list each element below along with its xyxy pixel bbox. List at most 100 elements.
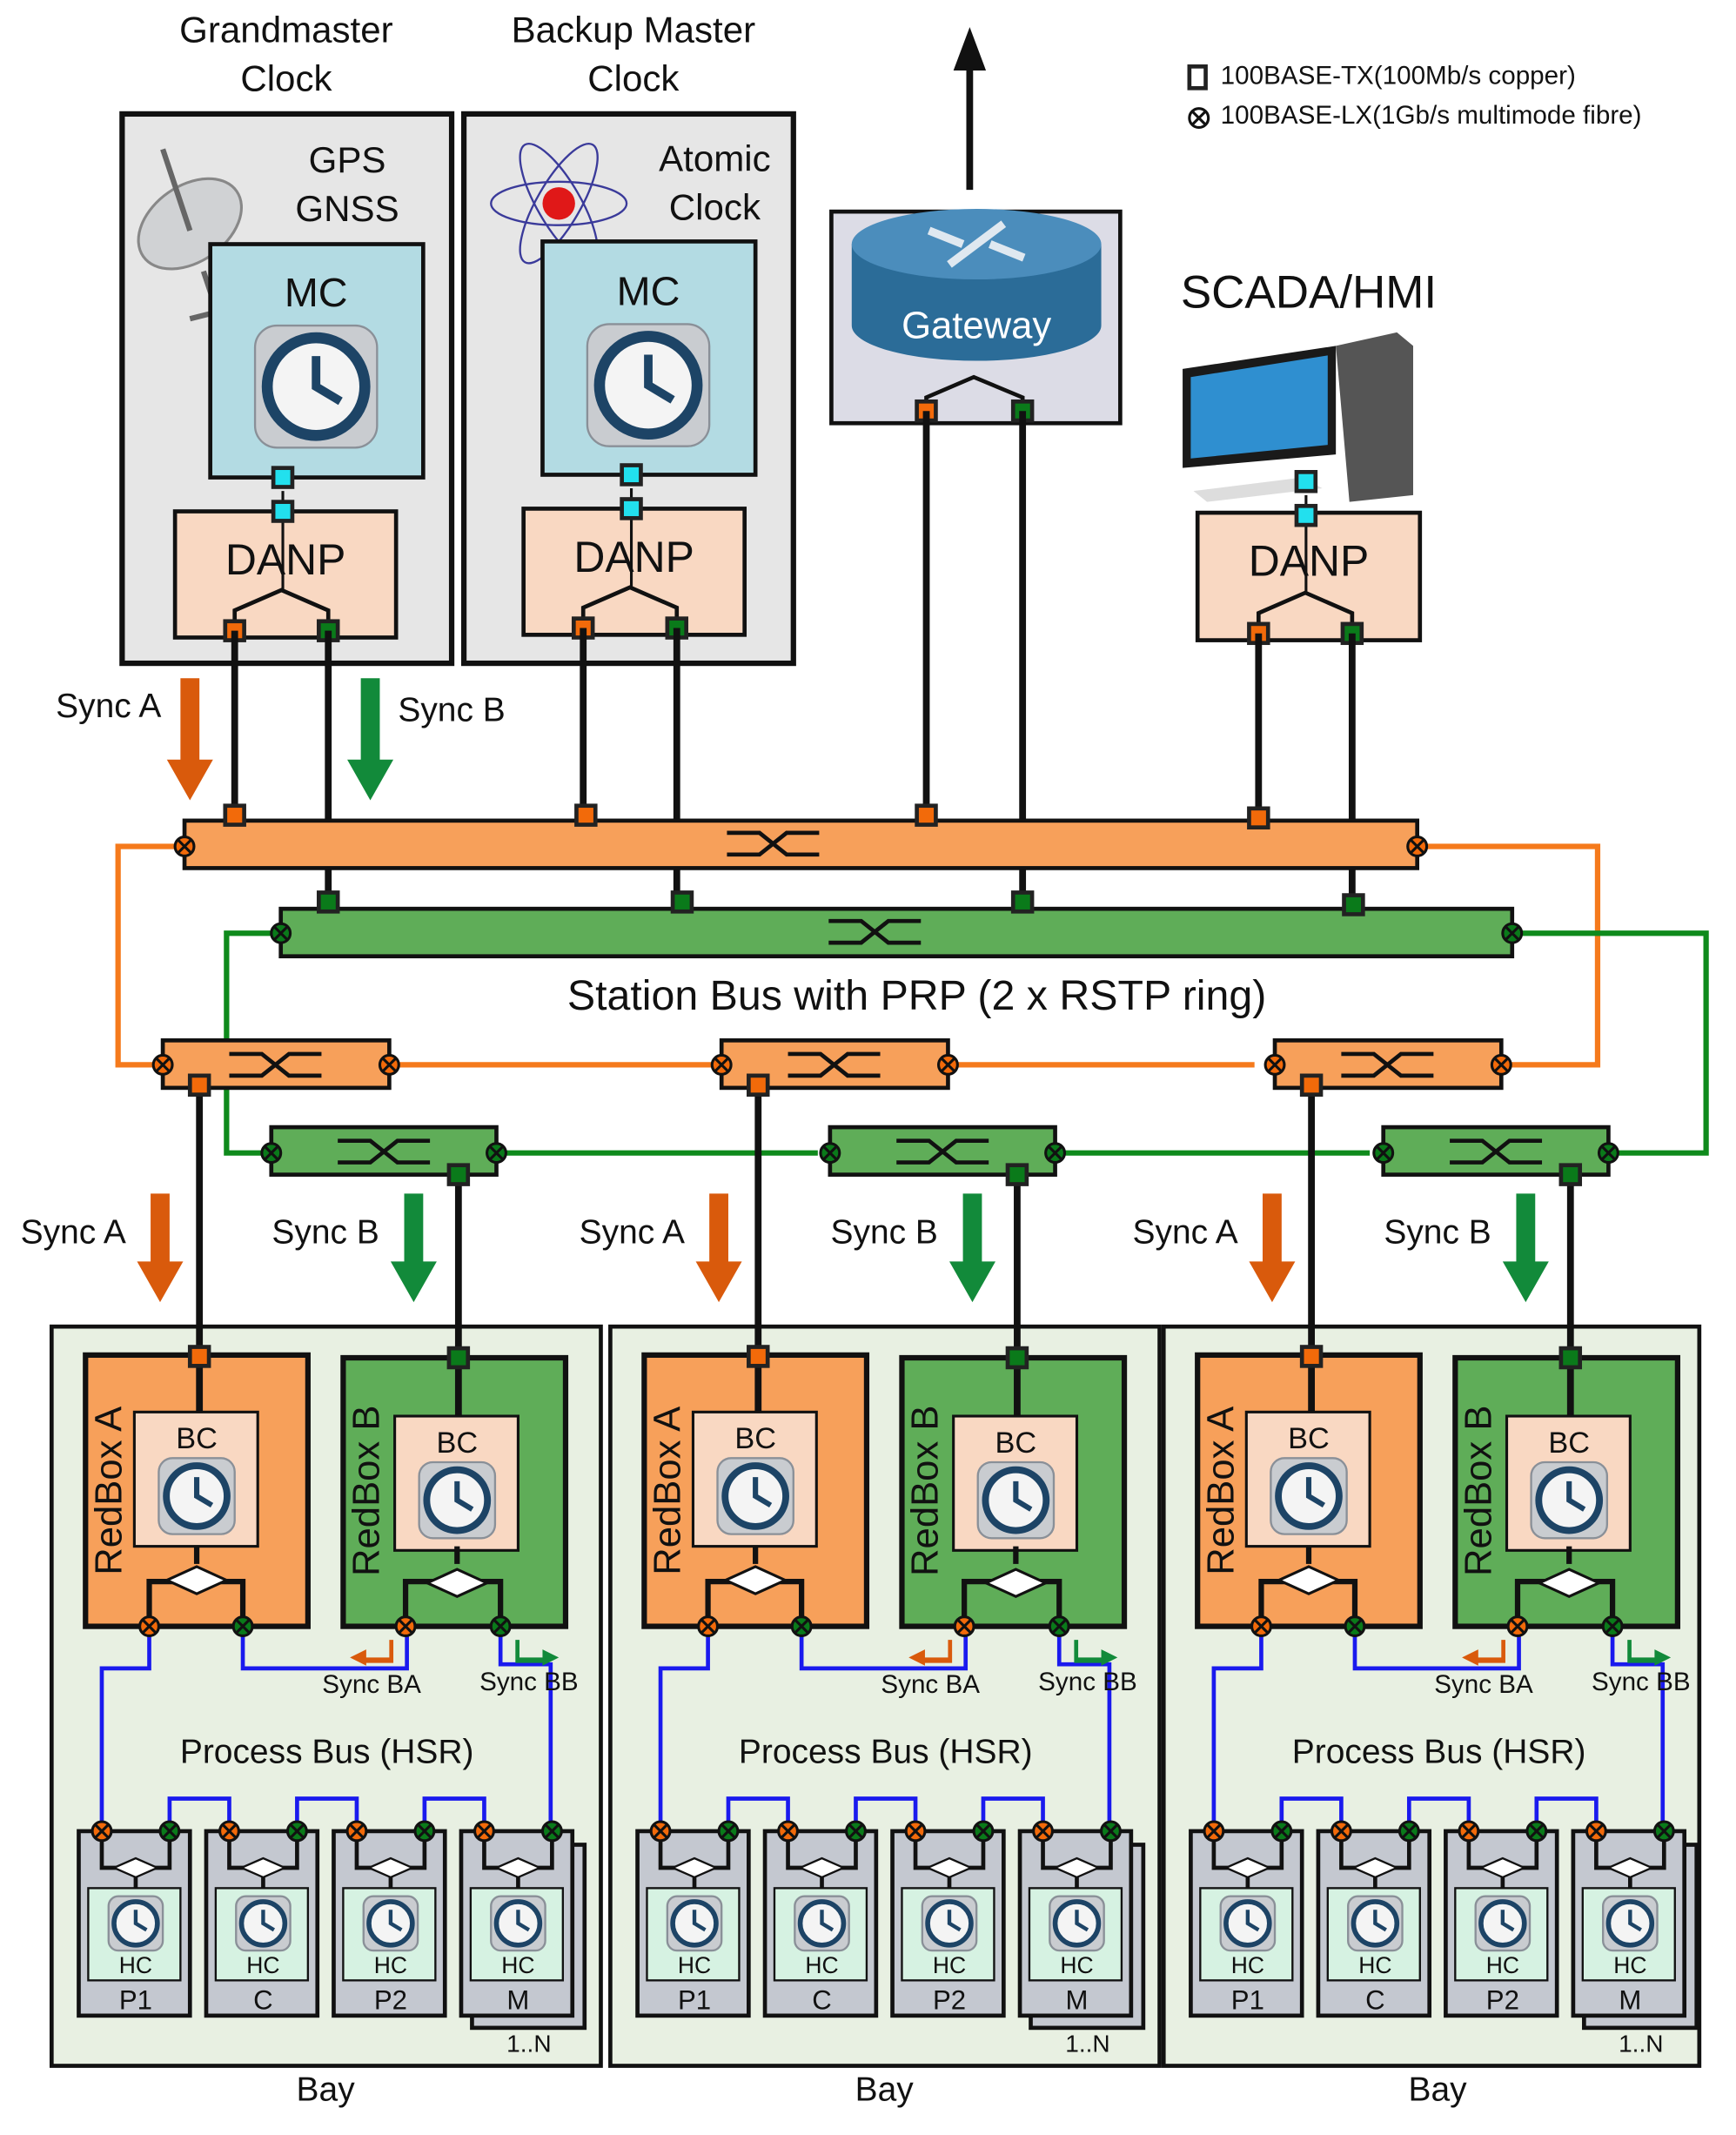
screen <box>1190 355 1328 459</box>
port-cross <box>1206 1823 1222 1839</box>
port-cross <box>263 1145 279 1161</box>
clock-hands <box>1500 1910 1515 1932</box>
sync-port <box>620 497 643 520</box>
device-label: P2 <box>1486 1985 1519 2016</box>
switch-icon <box>229 1051 322 1078</box>
lan-b-port <box>1342 893 1365 916</box>
sync-port <box>620 463 643 487</box>
fibre-port-icon <box>413 1820 436 1843</box>
clock-icon <box>1602 1895 1659 1952</box>
sync-ba-arrow <box>1462 1640 1505 1666</box>
fibre-port-icon <box>1652 1820 1675 1843</box>
tower <box>1336 332 1413 502</box>
fibre-port-icon <box>819 1142 841 1165</box>
port-cross <box>141 1618 158 1635</box>
switch-icon <box>1341 1051 1434 1078</box>
port-cross <box>349 1823 365 1839</box>
clock-label: Clock <box>669 187 761 228</box>
port-cross <box>1347 1618 1363 1635</box>
backup-master-title: Backup Master <box>512 10 756 50</box>
sync-port <box>271 500 295 523</box>
port-cross <box>272 925 289 942</box>
fibre-port-icon <box>489 1615 512 1638</box>
sync-port <box>1294 470 1318 493</box>
switch-icon <box>896 1138 989 1165</box>
hc-label: HC <box>374 1952 407 1978</box>
hsr-link <box>422 1796 486 1831</box>
station-bus-label: Station Bus with PRP (2 x RSTP ring) <box>567 972 1266 1019</box>
clock-icon <box>1219 1895 1277 1952</box>
hsr-node-diamond <box>1223 1856 1272 1879</box>
device-label: C <box>812 1985 832 2016</box>
port-cross <box>1267 1057 1283 1073</box>
gps-label: GPS <box>309 139 386 180</box>
legend-fibre-port-icon <box>1188 107 1210 130</box>
hc-label: HC <box>1613 1952 1646 1978</box>
clock-hands <box>312 356 343 406</box>
sync-ba-label: Sync BA <box>322 1670 421 1699</box>
hsr-link <box>498 1626 553 1831</box>
port-cross <box>653 1823 668 1839</box>
hsr-node-diamond <box>797 1856 847 1879</box>
sync-b-arrow <box>1502 1193 1549 1303</box>
fibre-port-icon <box>649 1820 672 1843</box>
sync-bb-label: Sync BB <box>479 1668 579 1696</box>
station-bus-lan-a <box>182 818 1420 870</box>
hsr-link <box>1352 1626 1521 1671</box>
bc-label: BC <box>436 1427 478 1460</box>
sync-a-arrow <box>695 1193 742 1303</box>
copper-port-icon <box>747 1073 770 1098</box>
sync-a-label: Sync A <box>1133 1213 1238 1251</box>
fibre-port-icon <box>231 1615 254 1638</box>
sync-bb-arrow <box>1074 1640 1118 1666</box>
clock-icon <box>921 1895 978 1952</box>
device-multiplicity: 1..N <box>1065 2031 1109 2058</box>
bc-label: BC <box>1548 1427 1590 1460</box>
bc-label: BC <box>176 1422 218 1455</box>
port-cross <box>1253 1618 1270 1635</box>
fibre-port-icon <box>473 1820 495 1843</box>
port-cross <box>488 1145 505 1161</box>
clock-hands <box>261 1910 276 1932</box>
fibre-port-icon <box>260 1142 283 1165</box>
router-arrows <box>927 220 1026 268</box>
port-cross <box>289 1823 305 1839</box>
hsr-node-diamond <box>1052 1856 1102 1879</box>
clock-icon <box>235 1895 292 1952</box>
hsr-link <box>99 1626 151 1831</box>
fibre-port-icon <box>1099 1820 1122 1843</box>
sync-a-label: Sync A <box>56 688 161 725</box>
danp-label: DANP <box>225 535 346 584</box>
fibre-port-icon <box>1501 922 1524 944</box>
orbit <box>519 142 599 265</box>
fibre-port-icon <box>1601 1615 1624 1638</box>
redbox-b-label: RedBox B <box>346 1406 388 1576</box>
copper-port-icon <box>187 1073 211 1098</box>
hsr-node-diamond <box>1275 1565 1343 1595</box>
hsr-node-diamond <box>164 1565 231 1595</box>
port-cross <box>1035 1823 1051 1839</box>
sync-bb-label: Sync BB <box>1592 1668 1691 1696</box>
mc-label: MC <box>285 270 348 315</box>
port-cross <box>794 1618 810 1635</box>
uplink-arrowhead <box>953 27 987 71</box>
legend-copper-port-icon <box>1187 64 1208 91</box>
process-bus-label: Process Bus (HSR) <box>739 1733 1033 1770</box>
fibre-port-icon <box>1203 1820 1225 1843</box>
sync-b-arrow <box>390 1193 437 1303</box>
fibre-port-icon <box>790 1615 813 1638</box>
port-cross <box>544 1823 560 1839</box>
sync-b-arrow <box>949 1193 995 1303</box>
sync-ba-arrow <box>908 1640 953 1666</box>
fibre-port-icon <box>218 1820 240 1843</box>
bc-label: BC <box>995 1427 1037 1460</box>
hsr-node-diamond <box>366 1856 415 1879</box>
sync-ba-label: Sync BA <box>881 1670 980 1699</box>
port-cross <box>1493 1057 1510 1073</box>
sync-ba-label: Sync BA <box>1434 1670 1533 1699</box>
fibre-port-icon <box>138 1615 160 1638</box>
clock-hands <box>194 1477 214 1508</box>
sync-a-label: Sync A <box>21 1213 126 1251</box>
sync-b-label: Sync B <box>830 1213 937 1251</box>
